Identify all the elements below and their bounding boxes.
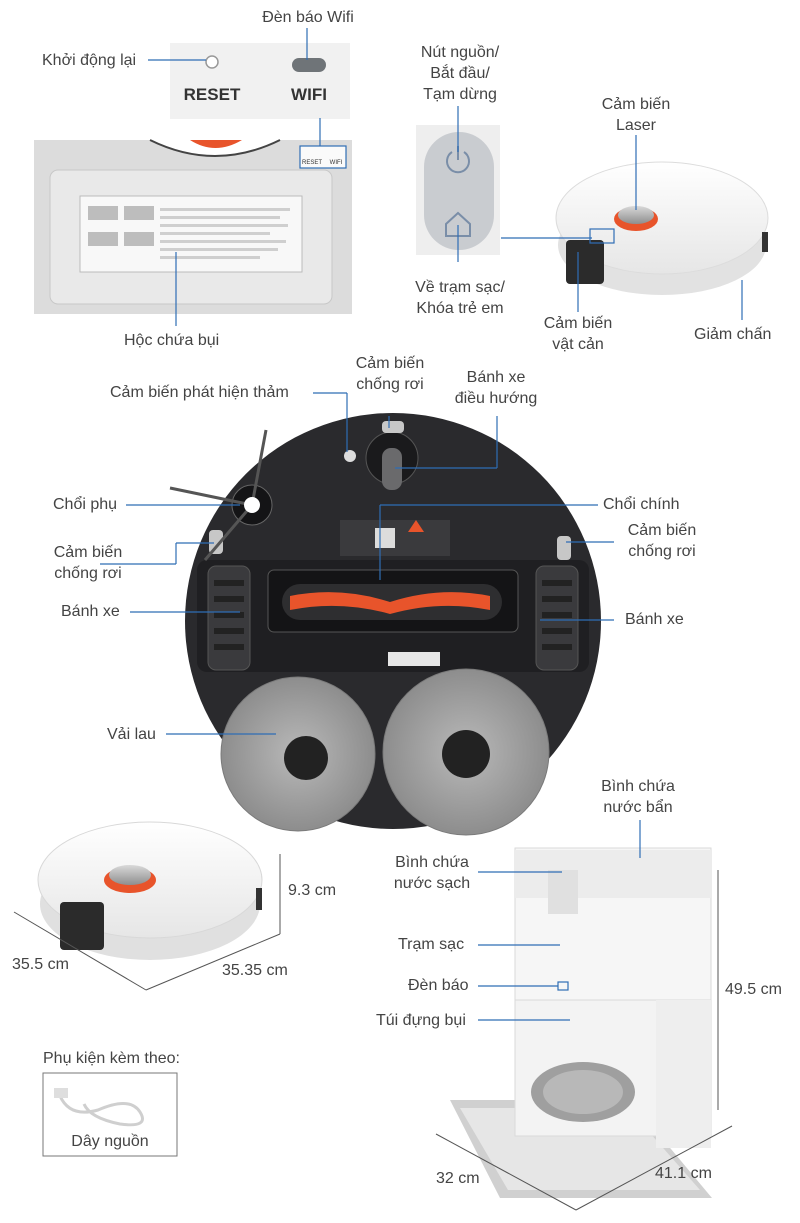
label-power-line3: Tạm dừng bbox=[423, 86, 497, 103]
label-wifi-light: Đèn báo Wifi bbox=[262, 9, 354, 26]
label-dock-line1: Về trạm sạc/ bbox=[415, 279, 505, 296]
leader-lines bbox=[100, 28, 743, 1021]
label-accessories: Phụ kiện kèm theo: bbox=[43, 1050, 180, 1067]
label-cliff-right-line1: Cảm biến bbox=[627, 522, 697, 539]
label-power-cord: Dây nguồn bbox=[71, 1133, 149, 1150]
wifi-led-icon bbox=[292, 58, 326, 72]
label-clean-tank-line1: Bình chứa bbox=[395, 854, 469, 871]
label-power: Nút nguồn/ Bắt đầu/ Tạm dừng bbox=[400, 42, 520, 105]
label-dust-bag: Túi đựng bụi bbox=[376, 1012, 466, 1029]
home-icon bbox=[445, 211, 471, 237]
robot-underside-view bbox=[169, 408, 606, 836]
robot-top-view bbox=[555, 161, 769, 295]
label-nav-wheel-line1: Bánh xe bbox=[466, 369, 526, 386]
dimension-robot-depth: 35.5 cm bbox=[12, 956, 69, 973]
label-cliff-left-line1: Cảm biến bbox=[53, 544, 123, 561]
label-carpet: Cảm biến phát hiện thảm bbox=[110, 384, 289, 401]
dimension-station-height: 49.5 cm bbox=[725, 981, 782, 998]
dimension-lines bbox=[13, 854, 733, 1211]
label-clean-tank: Bình chứa nước sạch bbox=[380, 852, 484, 894]
reset-tiny-text: RESET bbox=[302, 160, 322, 166]
robot-dimension-view bbox=[37, 821, 263, 960]
label-power-line1: Nút nguồn/ bbox=[420, 44, 500, 61]
label-obstacle-line1: Cảm biến bbox=[543, 315, 613, 332]
label-obstacle: Cảm biến vật cản bbox=[520, 313, 636, 355]
dimension-station-width: 41.1 cm bbox=[655, 1165, 712, 1182]
label-dock: Về trạm sạc/ Khóa trẻ em bbox=[398, 277, 522, 319]
label-dirty-tank-line1: Bình chứa bbox=[601, 778, 675, 795]
label-dirty-tank-line2: nước bẩn bbox=[603, 799, 673, 816]
label-power-line2: Bắt đầu/ bbox=[430, 65, 490, 82]
label-laser-line1: Cảm biến bbox=[601, 96, 671, 113]
label-restart: Khởi động lại bbox=[42, 52, 137, 69]
label-nav-wheel: Bánh xe điều hướng bbox=[440, 367, 552, 409]
label-indicator: Đèn báo bbox=[408, 977, 469, 994]
label-cliff-right: Cảm biến chống rơi bbox=[612, 520, 712, 562]
label-mop: Vải lau bbox=[107, 726, 156, 743]
label-obstacle-line2: vật cản bbox=[552, 336, 604, 353]
wifi-text: WIFI bbox=[291, 85, 327, 104]
label-dock-line2: Khóa trẻ em bbox=[416, 300, 504, 317]
power-cord-box bbox=[42, 1072, 178, 1157]
label-cliff-left: Cảm biến chống rơi bbox=[38, 542, 138, 584]
wifi-tiny-text: WIFI bbox=[330, 160, 343, 166]
label-bumper: Giảm chấn bbox=[694, 326, 772, 343]
label-clean-tank-line2: nước sạch bbox=[393, 875, 471, 892]
robot-button-panel bbox=[416, 125, 500, 255]
label-dirty-tank: Bình chứa nước bẩn bbox=[586, 776, 690, 818]
dimension-robot-height: 9.3 cm bbox=[288, 882, 337, 899]
label-laser-line2: Laser bbox=[615, 117, 657, 134]
label-cliff-left-line2: chống rơi bbox=[54, 565, 122, 582]
label-cliff-right-line2: chống rơi bbox=[628, 543, 696, 560]
label-dustbin: Hộc chứa bụi bbox=[124, 332, 220, 349]
label-cliff-top-line1: Cảm biến bbox=[355, 355, 425, 372]
label-laser: Cảm biến Laser bbox=[576, 94, 696, 136]
reset-wifi-panel bbox=[170, 43, 350, 119]
label-nav-wheel-line2: điều hướng bbox=[454, 390, 538, 407]
dustbin-photo bbox=[34, 139, 352, 314]
reset-text: RESET bbox=[184, 85, 241, 104]
dimension-station-depth: 32 cm bbox=[436, 1170, 480, 1187]
label-wheel-left: Bánh xe bbox=[61, 603, 120, 620]
label-station: Trạm sạc bbox=[398, 936, 465, 953]
station-view bbox=[450, 847, 712, 1198]
label-cliff-top-line2: chống rơi bbox=[356, 376, 424, 393]
dimension-robot-width: 35.35 cm bbox=[222, 962, 288, 979]
label-main-brush: Chổi chính bbox=[603, 496, 680, 513]
label-wheel-right: Bánh xe bbox=[625, 611, 684, 628]
label-cliff-top: Cảm biến chống rơi bbox=[330, 353, 450, 395]
label-side-brush: Chổi phụ bbox=[53, 496, 118, 513]
reset-button-icon bbox=[205, 55, 219, 69]
